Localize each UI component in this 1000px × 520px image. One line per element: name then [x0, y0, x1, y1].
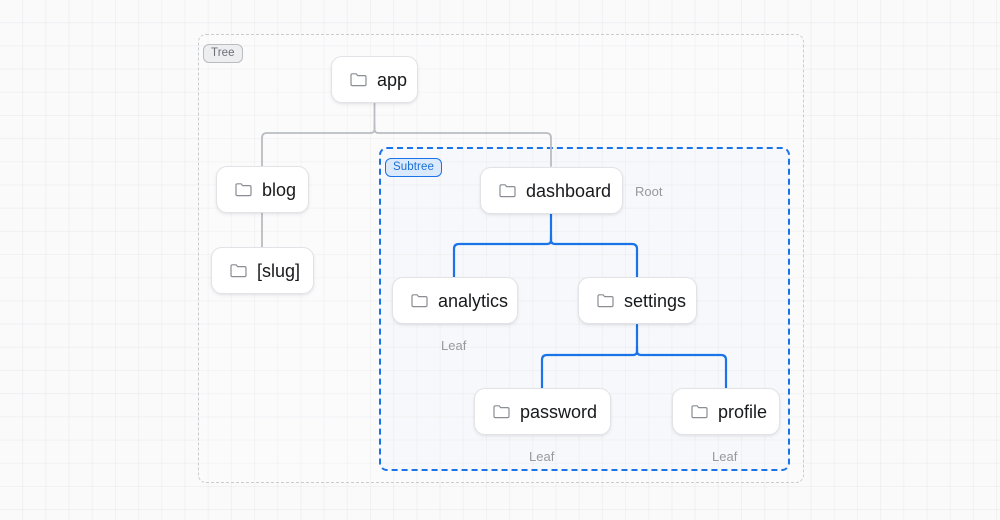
- node-app-label: app: [377, 69, 408, 90]
- node-password[interactable]: password: [474, 388, 611, 435]
- caption-dashboard-role: Root: [635, 184, 663, 199]
- node-dashboard[interactable]: dashboard: [480, 167, 623, 214]
- caption-password-role: Leaf: [529, 449, 555, 464]
- folder-icon: [411, 294, 428, 308]
- node-slug[interactable]: [slug]: [211, 247, 314, 294]
- node-analytics-label: analytics: [438, 290, 509, 311]
- folder-icon: [493, 405, 510, 419]
- subtree-region-badge-label: Subtree: [393, 160, 434, 173]
- folder-icon: [597, 294, 614, 308]
- node-slug-label: [slug]: [257, 260, 301, 281]
- folder-icon: [235, 183, 252, 197]
- caption-analytics-role: Leaf: [441, 338, 467, 353]
- node-settings-label: settings: [624, 290, 687, 311]
- caption-profile-role: Leaf: [712, 449, 738, 464]
- node-blog-label: blog: [262, 179, 297, 200]
- subtree-region-badge[interactable]: Subtree: [385, 158, 442, 177]
- tree-region-badge[interactable]: Tree: [203, 44, 243, 63]
- folder-icon: [230, 264, 247, 278]
- node-dashboard-label: dashboard: [526, 180, 612, 201]
- folder-icon: [350, 73, 367, 87]
- node-settings[interactable]: settings: [578, 277, 697, 324]
- node-analytics[interactable]: analytics: [392, 277, 518, 324]
- folder-icon: [499, 184, 516, 198]
- node-profile[interactable]: profile: [672, 388, 780, 435]
- node-blog[interactable]: blog: [216, 166, 309, 213]
- node-app[interactable]: app: [331, 56, 418, 103]
- folder-icon: [691, 405, 708, 419]
- subtree-region-box: [379, 147, 790, 471]
- tree-region-badge-label: Tree: [211, 46, 235, 59]
- node-profile-label: profile: [718, 401, 768, 422]
- node-password-label: password: [520, 401, 598, 422]
